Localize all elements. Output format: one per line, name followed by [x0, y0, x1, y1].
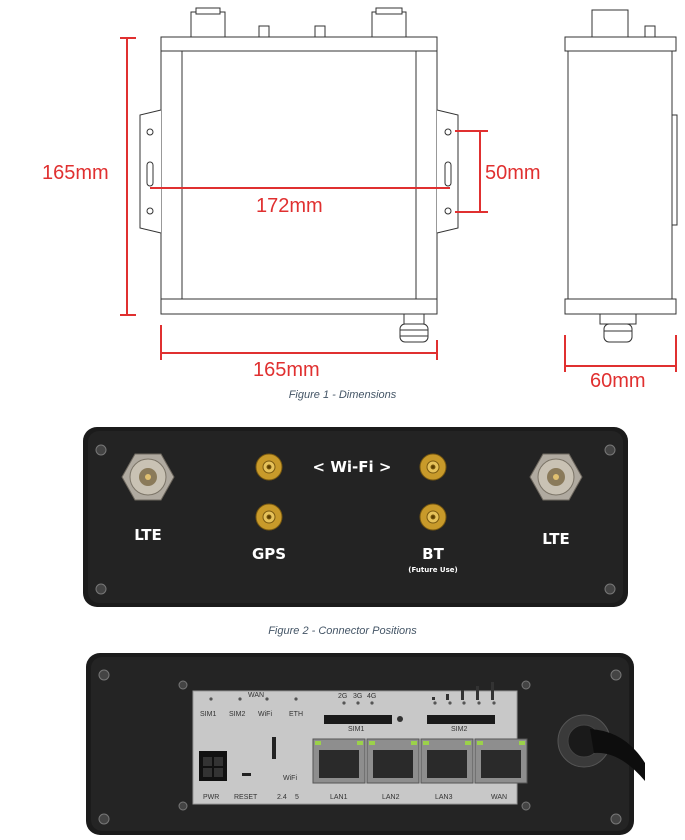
reset-label: RESET	[234, 794, 258, 801]
bt-note: (Future Use)	[408, 566, 458, 574]
cable-gland	[557, 714, 645, 781]
pwr-label: PWR	[203, 794, 220, 801]
led-label-sim1: SIM1	[200, 711, 217, 718]
reset-button	[242, 773, 251, 776]
led-label-2g: 2G	[338, 693, 348, 700]
lte-right-label: LTE	[542, 530, 570, 548]
lan1-label: LAN1	[330, 794, 348, 801]
lan3-label: LAN3	[435, 794, 453, 801]
bt-label: BT	[422, 545, 444, 563]
lan-panel-photo	[86, 653, 645, 835]
inner-width-dimension-label: 172mm	[256, 195, 323, 217]
dimension-lines	[120, 37, 677, 372]
depth-dimension-label: 60mm	[590, 370, 646, 392]
figure1-caption: Figure 1 - Dimensions	[288, 389, 397, 401]
sim1-label: SIM1	[348, 726, 365, 733]
lte-right-connector	[529, 453, 583, 501]
connector-panel-photo	[83, 427, 628, 607]
lan2-label: LAN2	[382, 794, 400, 801]
figure2-caption: Figure 2 - Connector Positions	[268, 625, 417, 637]
wifi-band-24: 2.4	[277, 794, 287, 801]
gps-label: GPS	[251, 545, 287, 563]
lte-left-connector	[121, 453, 175, 501]
height-dimension-label: 165mm	[42, 162, 109, 184]
wifi-left-connector	[255, 453, 283, 481]
gps-connector	[255, 503, 283, 531]
width-dimension-label: 165mm	[253, 359, 320, 381]
sim1-slot	[324, 715, 392, 724]
led-label-sim2: SIM2	[229, 711, 246, 718]
led-label-wifi: WiFi	[258, 711, 272, 718]
side-view	[564, 9, 678, 343]
ethernet-ports	[312, 738, 528, 784]
wan-label: WAN	[491, 794, 508, 801]
led-label-4g: 4G	[367, 693, 377, 700]
front-view	[139, 7, 459, 343]
led-label-3g: 3G	[353, 693, 363, 700]
bt-connector	[419, 503, 447, 531]
dimensions-drawing	[120, 7, 678, 372]
wifi-band-title: WiFi	[283, 775, 297, 782]
lte-left-label: LTE	[134, 526, 162, 544]
sim2-label: SIM2	[451, 726, 468, 733]
wifi-label: < Wi-Fi >	[312, 458, 392, 476]
led-label-wan: WAN	[248, 692, 265, 699]
wifi-band-5: 5	[295, 794, 299, 801]
hole-spacing-dimension-label: 50mm	[485, 162, 541, 184]
led-label-eth: ETH	[289, 711, 303, 718]
wifi-right-connector	[419, 453, 447, 481]
sim2-slot	[427, 715, 495, 724]
